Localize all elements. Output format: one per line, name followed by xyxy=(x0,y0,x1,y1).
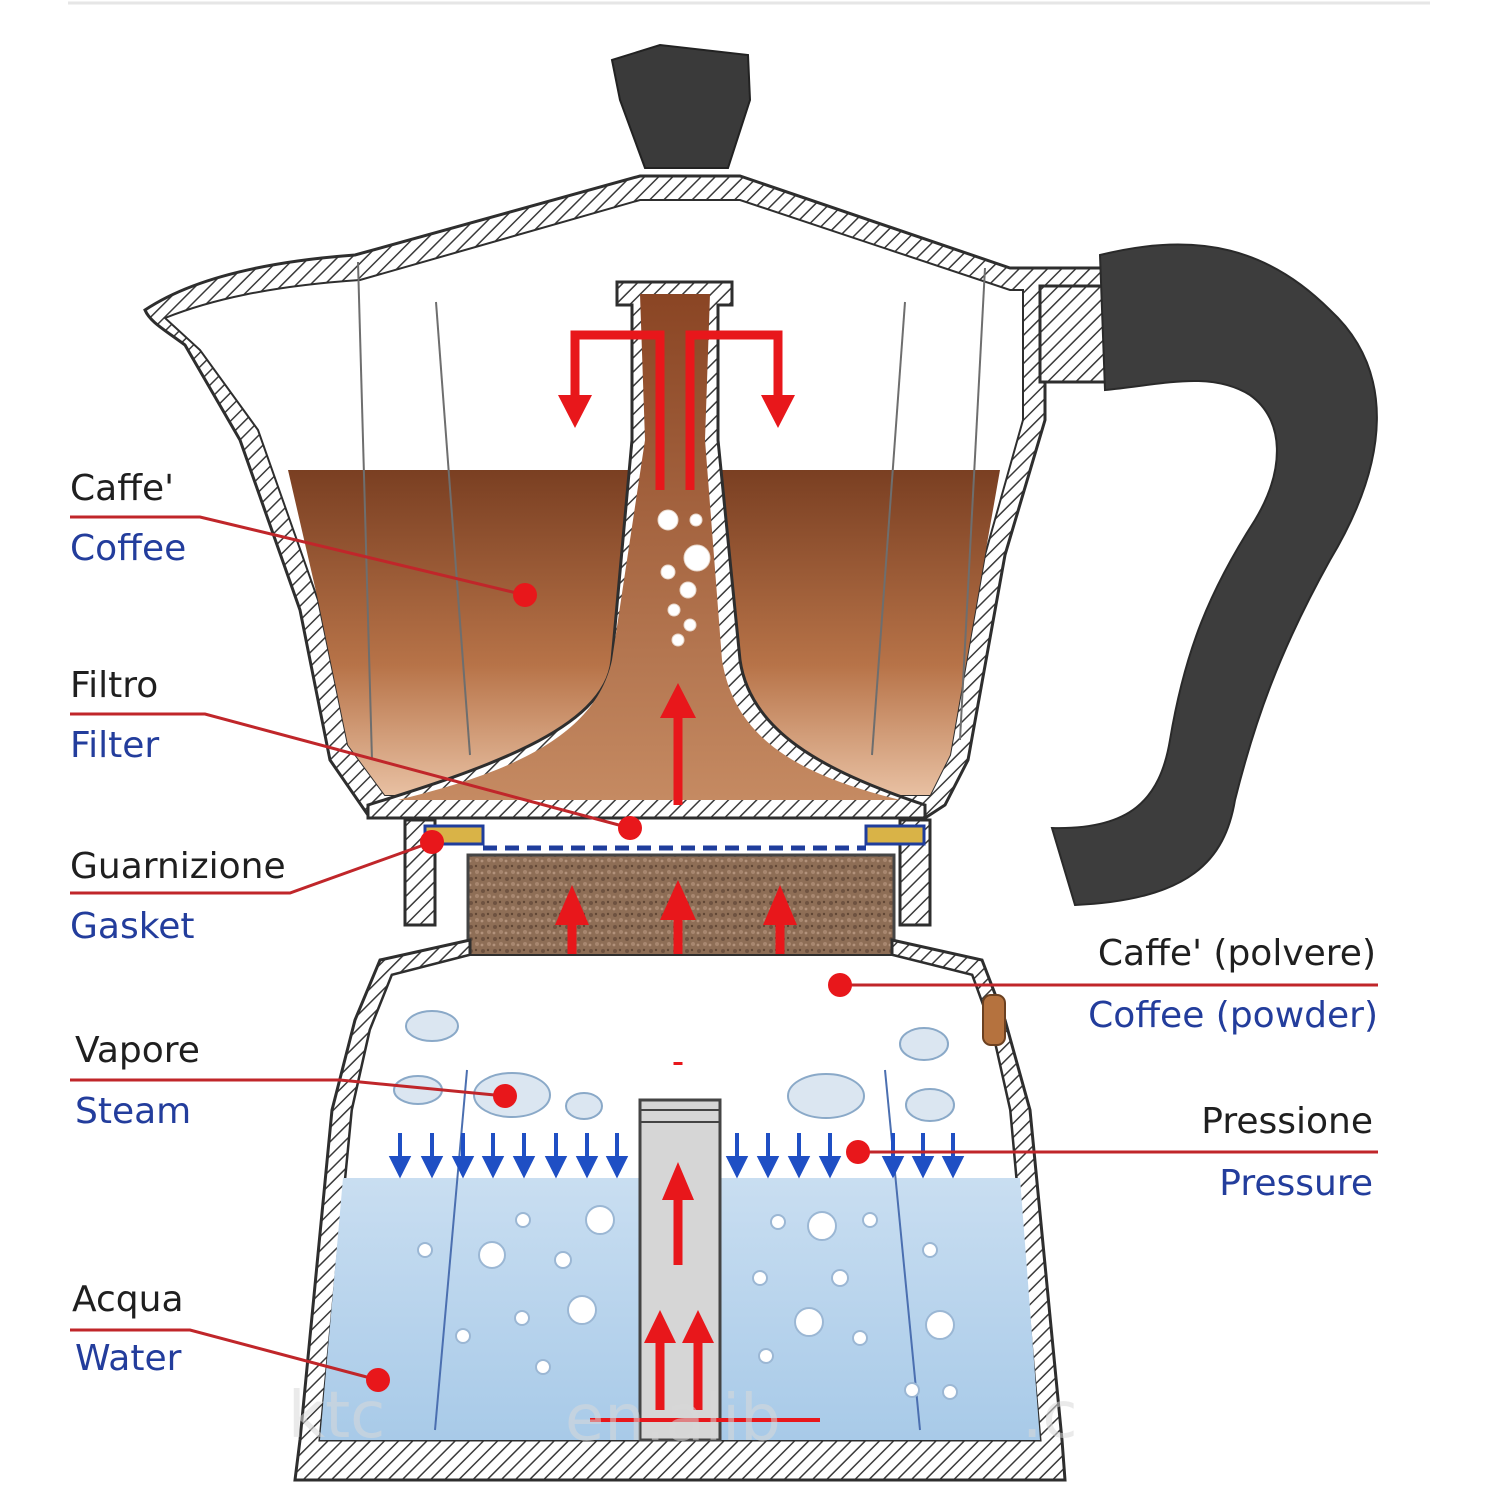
label-filter-it: Filtro xyxy=(70,665,158,706)
label-pressure-en: Pressure xyxy=(1219,1163,1373,1204)
watermark-left: ktc xyxy=(288,1379,385,1453)
leader-lines xyxy=(70,515,1378,1382)
label-coffee-en: Coffee xyxy=(70,528,186,569)
label-gasket-en: Gasket xyxy=(70,906,195,947)
coffee-flow-arrows xyxy=(570,330,783,805)
label-steam-en: Steam xyxy=(75,1091,191,1132)
label-filter-en: Filter xyxy=(70,725,159,766)
label-pressure-it: Pressione xyxy=(1201,1101,1373,1142)
coffee-flow-arrowheads xyxy=(558,395,795,718)
lid-knob xyxy=(610,43,752,169)
coffee-dot xyxy=(513,583,537,607)
water-bubbles xyxy=(417,1205,958,1400)
powder-dot xyxy=(828,973,852,997)
label-powder-en: Coffee (powder) xyxy=(1088,995,1378,1036)
gasket-dot xyxy=(420,830,444,854)
safety-valve xyxy=(982,994,1006,1046)
pressure-arrows xyxy=(388,1133,965,1179)
stem-flow-arrows xyxy=(590,1195,820,1422)
filter-gasket xyxy=(403,818,932,927)
label-steam-it: Vapore xyxy=(75,1030,200,1071)
label-gasket-it: Guarnizione xyxy=(70,846,286,887)
label-coffee-it: Caffe' xyxy=(70,468,174,509)
upper-tube xyxy=(366,280,927,820)
watermark-right: .c xyxy=(1022,1379,1078,1453)
handle xyxy=(1050,243,1378,907)
watermark-center: en.alib xyxy=(565,1382,781,1456)
leader-dots xyxy=(366,583,870,1392)
water-dot xyxy=(366,1368,390,1392)
rising-bubbles xyxy=(657,509,711,647)
label-powder-it: Caffe' (polvere) xyxy=(1098,933,1376,974)
label-water-en: Water xyxy=(75,1338,182,1379)
steam-dot xyxy=(493,1084,517,1108)
pressure-dot xyxy=(846,1140,870,1164)
stem-flow-arrowheads xyxy=(644,1162,714,1343)
filter-dot xyxy=(618,816,642,840)
label-water-it: Acqua xyxy=(72,1279,184,1320)
steam-clouds xyxy=(393,1010,955,1122)
